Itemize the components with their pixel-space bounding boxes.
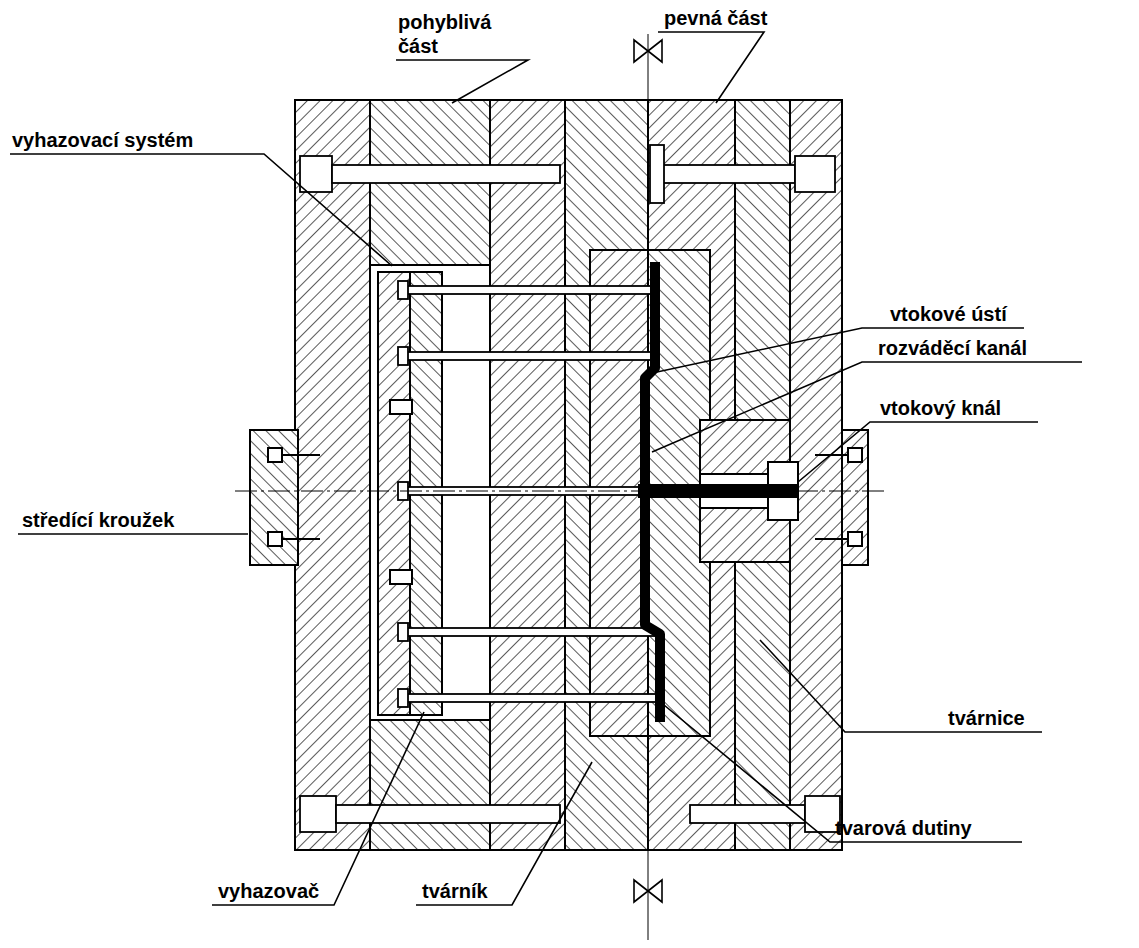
leader-lines-part	[10, 154, 392, 266]
centre-lines-part	[235, 491, 885, 492]
leader-lines-part	[212, 712, 424, 905]
ejector-pins-part	[404, 352, 655, 360]
molded-part-and-runner	[638, 262, 798, 722]
mold-plates-part	[370, 720, 490, 850]
part-label: vyhazovač	[218, 879, 319, 903]
ejector-pins-part	[404, 694, 660, 702]
top-screws-part	[300, 156, 332, 192]
centering-rings	[250, 430, 868, 565]
ejector-pins-part	[398, 281, 408, 299]
leader-lines-part	[396, 60, 528, 103]
part-label: středící kroužek	[22, 508, 174, 532]
part-label: rozváděcí kanál	[878, 336, 1027, 360]
part-label: tvárnice	[948, 706, 1025, 730]
leader-lines-part	[18, 533, 248, 535]
part-label: tvarová dutiny	[835, 816, 972, 840]
ejector-plates-part	[390, 570, 412, 584]
ejector-pins-part	[398, 689, 408, 707]
centre-lines-part	[634, 880, 662, 902]
part-label: pevná část	[664, 6, 767, 30]
centre-lines-part	[648, 34, 649, 100]
part-label: vtokové ústí	[890, 302, 1007, 326]
ejector-pins-part	[404, 628, 657, 636]
leader-lines-part	[798, 422, 1038, 482]
centering-rings-part	[282, 454, 320, 456]
part-label: pohyblivá část	[398, 10, 510, 58]
centering-rings-part	[848, 532, 862, 546]
ejector-pins	[398, 281, 660, 707]
centering-rings-part	[282, 538, 320, 540]
top-screws	[300, 145, 835, 203]
part-label: vyhazovací systém	[12, 128, 193, 152]
mold-plates-part	[295, 100, 370, 850]
mold-plates-part	[565, 100, 648, 850]
centering-rings-part	[815, 538, 848, 540]
ejector-plates-part	[390, 400, 412, 414]
centering-rings-part	[268, 532, 282, 546]
centre-lines-part	[648, 850, 649, 940]
centre-lines	[235, 34, 885, 940]
ejector-pins-part	[398, 347, 408, 365]
top-screws-part	[332, 165, 560, 183]
ejector-pins-part	[398, 623, 408, 641]
leader-lines-part	[652, 362, 1082, 452]
centering-rings-part	[250, 430, 298, 565]
leader-lines-part	[760, 640, 1042, 732]
ejector-plates-part	[378, 272, 410, 715]
bottom-screws-part	[300, 796, 336, 832]
leader-lines-part	[416, 762, 592, 905]
ejector-pins-part	[404, 286, 655, 294]
part-label: tvárník	[422, 879, 488, 903]
bottom-screws-part	[336, 805, 560, 823]
leader-lines	[10, 32, 1082, 905]
centering-rings-part	[268, 448, 282, 462]
part-label: vtokový knál	[880, 396, 1001, 420]
top-screws-part	[660, 165, 795, 183]
mold-plates-part	[490, 100, 565, 850]
mold-plates	[295, 100, 842, 850]
leader-lines-part	[658, 32, 764, 103]
top-screws-part	[650, 145, 664, 203]
top-screws-part	[795, 156, 835, 192]
centering-rings-part	[842, 430, 868, 565]
centre-lines-part	[634, 40, 662, 62]
centering-rings-part	[848, 448, 862, 462]
